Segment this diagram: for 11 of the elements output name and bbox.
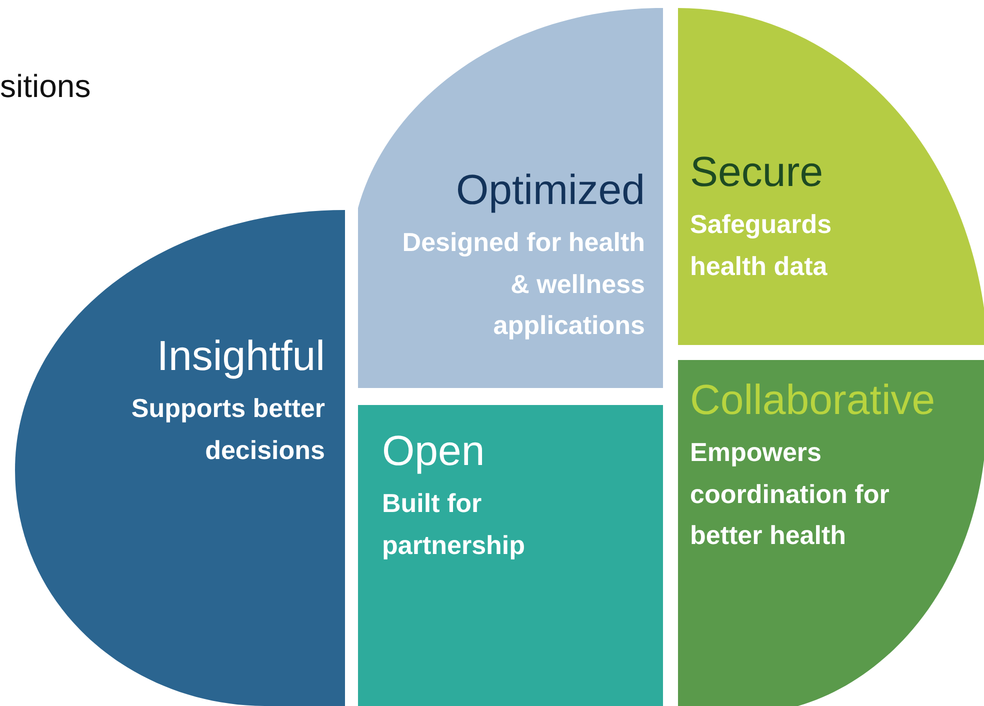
heading-fragment: sitions	[0, 68, 91, 105]
segment-heading: Collaborative	[690, 376, 936, 424]
segment-heading: Optimized	[454, 166, 645, 214]
segment-heading: Open	[382, 427, 486, 476]
segment-heading: Secure	[690, 148, 824, 196]
segment-heading: Insightful	[156, 332, 325, 380]
segment-description: Built for partnership	[382, 487, 526, 562]
segment-description: Empowers coordination for better health	[690, 436, 890, 552]
segment-description: Safeguards health data	[690, 208, 833, 283]
segment-description: Designed for health & wellness applications	[401, 226, 645, 342]
segment-description: Supports better decisions	[130, 392, 325, 467]
